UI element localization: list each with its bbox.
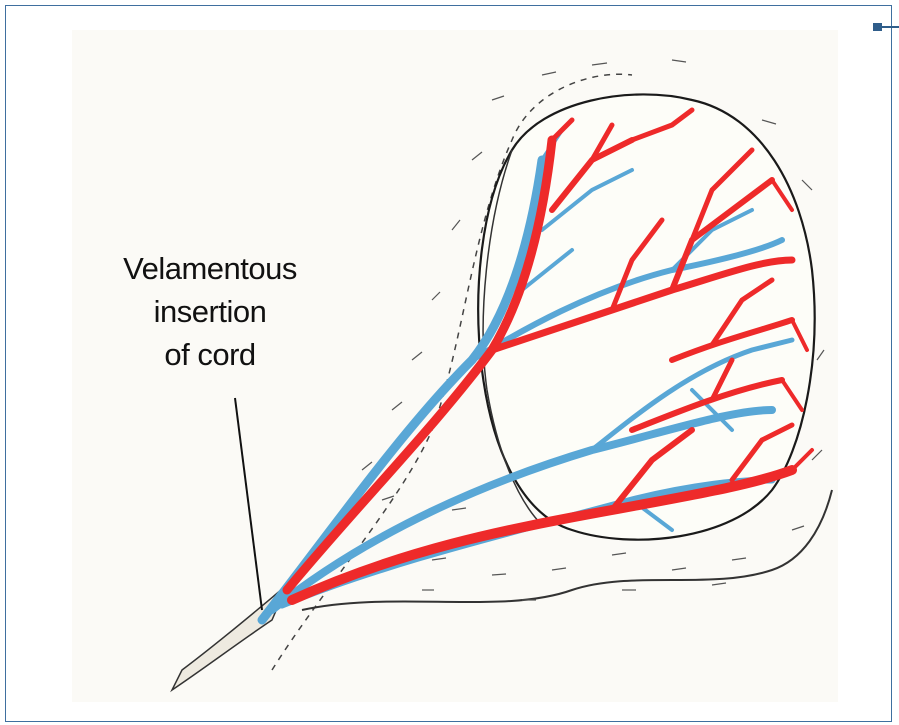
- umbilical-cord: [172, 585, 287, 690]
- label-line-2: insertion: [95, 290, 325, 333]
- label-line-3: of cord: [95, 333, 325, 376]
- velamentous-insertion-label: Velamentous insertion of cord: [95, 247, 325, 376]
- label-line-1: Velamentous: [95, 247, 325, 290]
- corner-marker-icon: [873, 22, 899, 32]
- label-pointer-line: [235, 398, 262, 610]
